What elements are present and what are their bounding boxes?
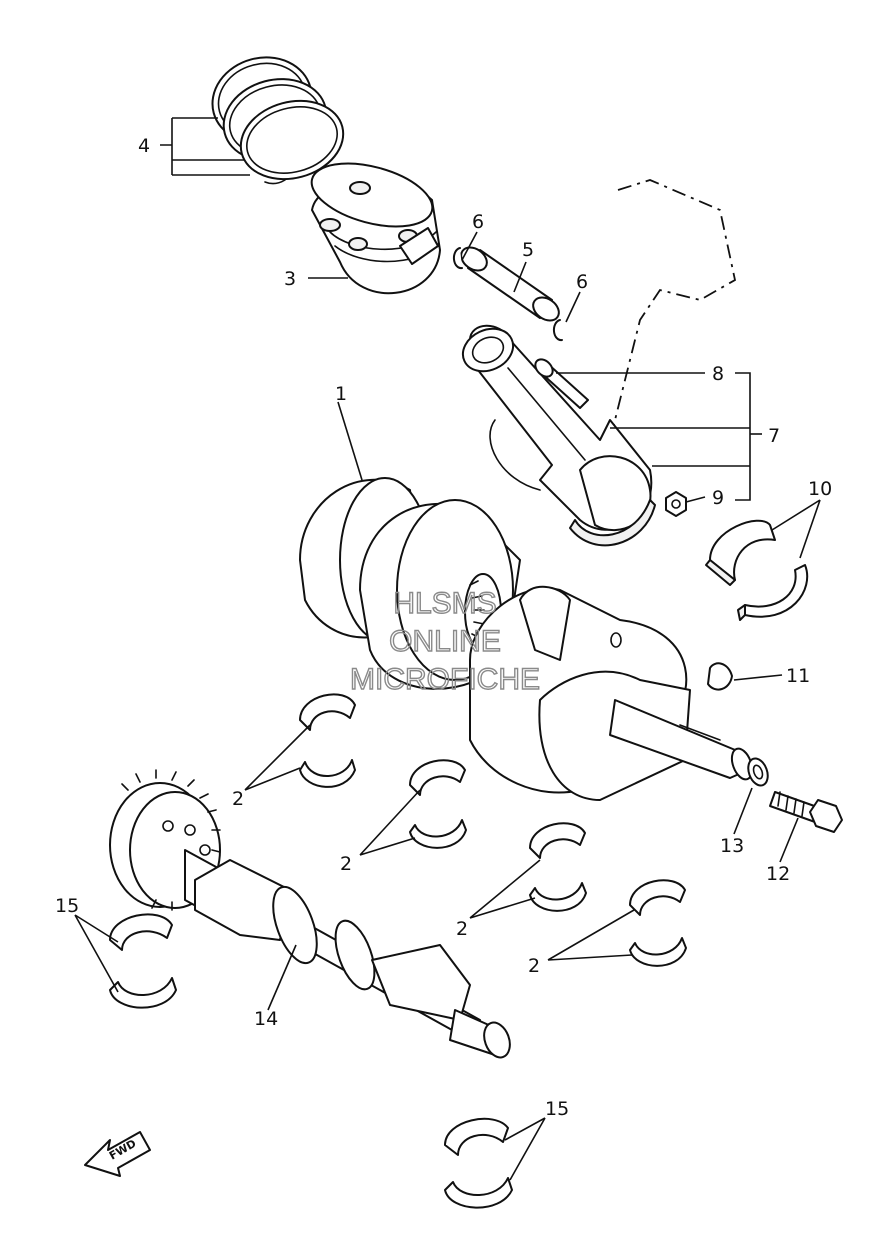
piston bbox=[310, 162, 441, 295]
callout-7: 7 bbox=[768, 425, 780, 447]
callout-15a: 15 bbox=[55, 895, 79, 917]
watermark-line-3: MICROFICHE bbox=[350, 663, 540, 696]
callout-numbers: 1 2 2 2 2 3 4 5 6 6 7 8 9 10 11 12 13 14… bbox=[55, 135, 832, 1120]
callout-4: 4 bbox=[138, 135, 150, 157]
callout-2d: 2 bbox=[528, 955, 540, 977]
crank-washer bbox=[747, 757, 769, 787]
leader-lines bbox=[74, 117, 821, 1181]
callout-10: 10 bbox=[808, 478, 832, 500]
callout-3: 3 bbox=[284, 268, 296, 290]
callout-6a: 6 bbox=[472, 211, 484, 233]
balancer-bearings bbox=[109, 913, 513, 1209]
big-end-bearings bbox=[705, 519, 809, 621]
piston-pin-clips bbox=[452, 247, 563, 342]
callout-6b: 6 bbox=[576, 271, 588, 293]
callout-2c: 2 bbox=[456, 918, 468, 940]
callout-2b: 2 bbox=[340, 853, 352, 875]
callout-12: 12 bbox=[766, 863, 790, 885]
piston-pin bbox=[460, 246, 560, 322]
watermark-line-2: ONLINE bbox=[389, 625, 501, 658]
fwd-arrow: FWD bbox=[84, 1131, 151, 1177]
callout-14: 14 bbox=[254, 1008, 278, 1030]
crank-bolt bbox=[769, 791, 843, 833]
woodruff-key bbox=[707, 662, 733, 691]
balancer-shaft bbox=[109, 769, 511, 1059]
callout-15b: 15 bbox=[545, 1098, 569, 1120]
crankshaft bbox=[299, 477, 754, 801]
callout-1: 1 bbox=[335, 383, 347, 405]
callout-11: 11 bbox=[786, 665, 810, 687]
callout-2a: 2 bbox=[232, 788, 244, 810]
callout-5: 5 bbox=[522, 239, 534, 261]
rod-nut bbox=[665, 491, 687, 517]
cylinder-outline bbox=[609, 179, 737, 441]
callout-9: 9 bbox=[712, 487, 724, 509]
watermark-line-1: HLSMS bbox=[393, 587, 496, 620]
rod-bolt bbox=[534, 358, 589, 409]
callout-8: 8 bbox=[712, 363, 724, 385]
piston-rings bbox=[211, 56, 345, 185]
watermark: HLSMS ONLINE MICROFICHE bbox=[349, 586, 540, 696]
main-bearings bbox=[299, 693, 687, 967]
callout-13: 13 bbox=[720, 835, 744, 857]
connecting-rod bbox=[461, 324, 656, 547]
